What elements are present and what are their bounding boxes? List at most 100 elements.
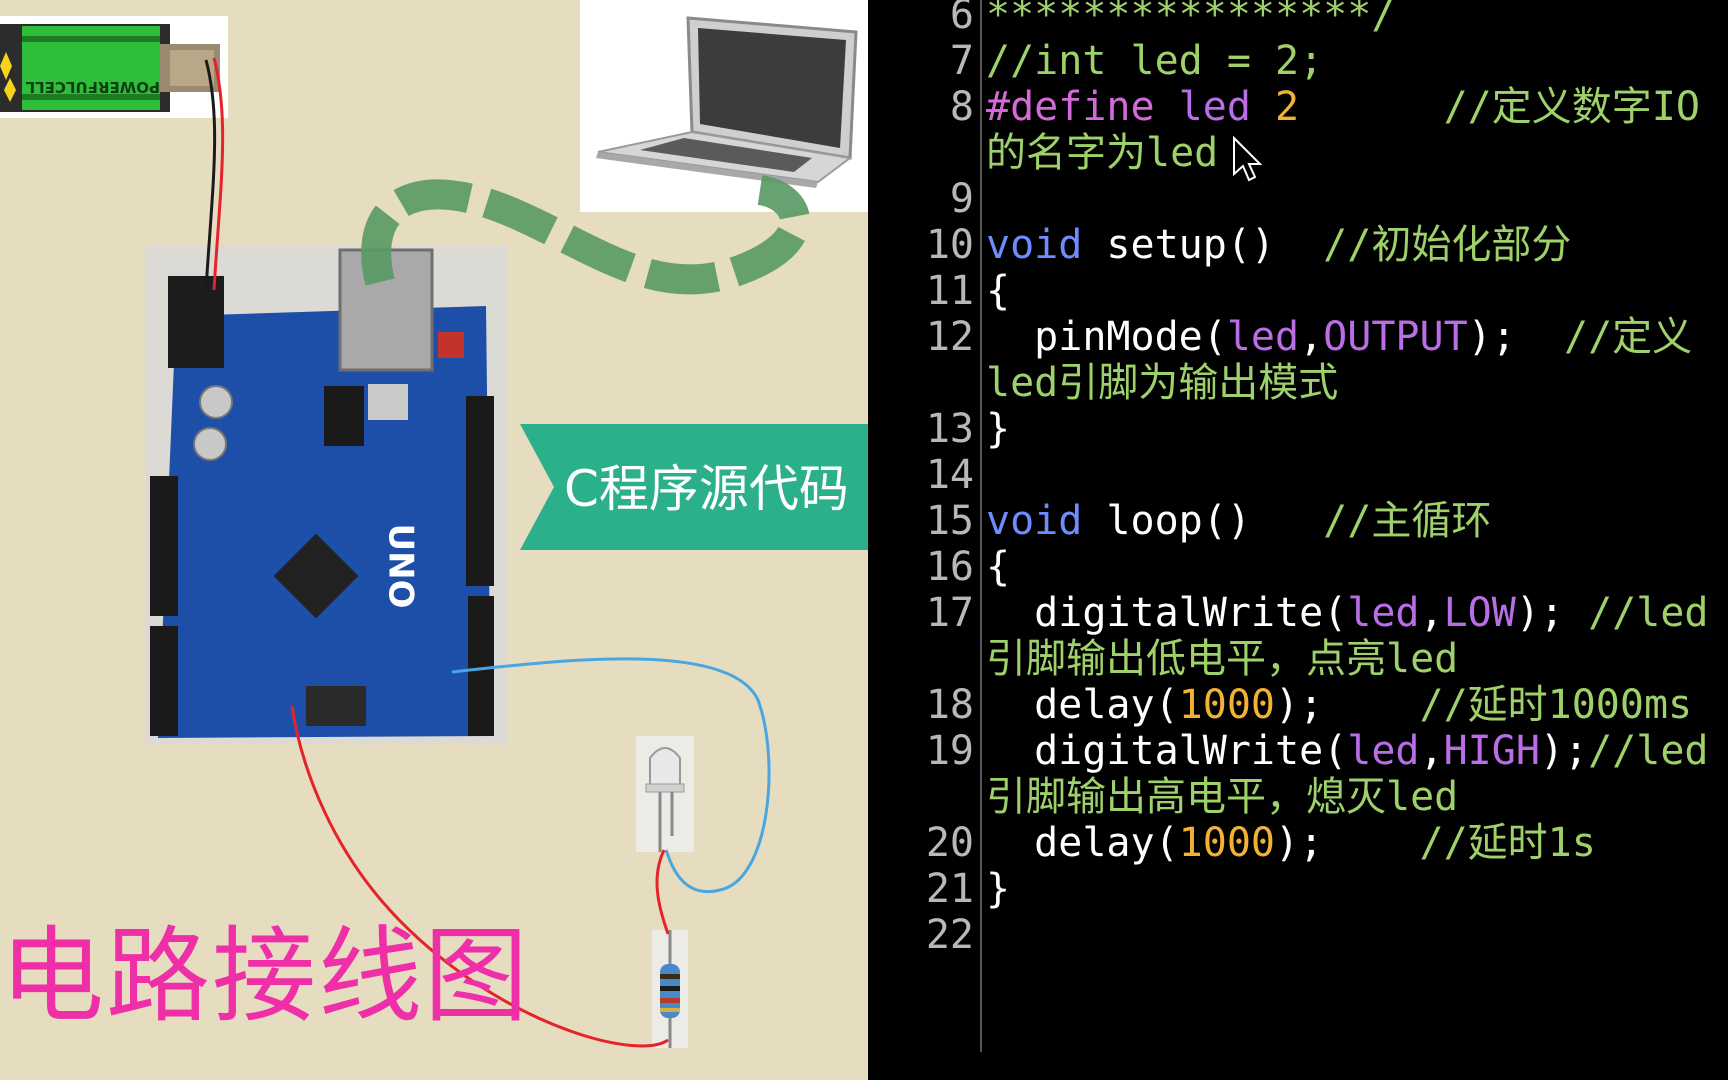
code-token: //定义 [1564,314,1693,360]
code-token: HIGH [1443,728,1540,774]
code-token: loop() [1082,498,1324,544]
line-number: 16 [925,544,974,590]
code-token: #define [986,84,1179,130]
code-text: 引脚输出高电平，熄灭led [986,774,1459,820]
board-label: UNO [380,523,421,609]
code-token: digitalWrite( [986,590,1348,636]
code-line[interactable]: { [986,542,1010,592]
gutter-divider [980,0,982,1052]
code-text: { [986,544,1011,590]
code-token: led [1347,590,1420,636]
code-text: } [986,406,1011,452]
line-number: 9 [949,176,974,222]
arduino-uno-icon [146,246,508,744]
code-token: void [986,222,1083,268]
code-line[interactable]: delay(1000); //延时1s [986,818,1596,868]
laptop-icon [596,16,858,188]
code-line[interactable]: delay(1000); //延时1000ms [986,680,1692,730]
line-number: 17 [925,590,974,636]
code-line[interactable]: led引脚为输出模式 [986,358,1338,408]
code-token: OUTPUT [1323,314,1468,360]
code-line[interactable]: //int led = 2; [986,36,1323,86]
code-token: ); [1467,314,1564,360]
line-number: 19 [925,728,974,774]
code-text: { [986,268,1011,314]
code-token: LOW [1443,590,1516,636]
banner-label: C程序源代码 [564,460,849,518]
code-text: } [986,866,1011,912]
code-token: ); [1539,728,1589,774]
code-line[interactable]: 引脚输出高电平，熄灭led [986,772,1458,822]
line-number: 18 [925,682,974,728]
code-line[interactable]: } [986,864,1010,914]
code-token: 1000 [1178,682,1275,728]
code-line[interactable]: digitalWrite(led,LOW); //led [986,588,1709,638]
code-token: //主循环 [1323,498,1492,544]
code-token: 2 [1274,84,1300,130]
red-wire-led-resistor [655,849,670,935]
line-number: 13 [925,406,974,452]
code-token: delay( [986,820,1179,866]
code-line[interactable]: { [986,266,1010,316]
line-number: 14 [925,452,974,498]
code-line[interactable]: void loop() //主循环 [986,496,1491,546]
battery-label: POWERFULCELL [25,78,160,96]
code-text: //int led = 2; [986,38,1324,84]
diagram-caption: 电路接线图 [0,915,531,1037]
circuit-diagram-panel: POWERFULCELL [0,0,908,1048]
code-token: //led [1588,590,1709,636]
code-line[interactable]: pinMode(led,OUTPUT); //定义 [986,312,1692,362]
code-token: delay( [986,682,1179,728]
code-token: ); [1274,682,1420,728]
code-text: led引脚为输出模式 [986,360,1339,406]
line-number: 6 [949,0,974,38]
led-icon [645,747,685,852]
code-token: , [1299,314,1324,360]
code-token: void [986,498,1083,544]
line-number: 12 [925,314,974,360]
line-number: 21 [925,866,974,912]
mouse-pointer-icon [1233,136,1262,182]
code-token: , [1419,590,1444,636]
code-line[interactable]: #define led 2 //定义数字IO [986,82,1700,132]
code-line[interactable]: ****************/ [986,0,1395,40]
code-token: , [1419,728,1444,774]
code-token: led [1347,728,1420,774]
code-token: digitalWrite( [986,728,1348,774]
code-line[interactable]: digitalWrite(led,HIGH);//led [986,726,1709,776]
code-editor[interactable]: ****************///int led = 2;#define l… [868,0,1728,1080]
code-token: //定义数字IO [1299,84,1700,130]
code-token: setup() [1082,222,1324,268]
code-text: 引脚输出低电平，点亮led [986,636,1459,682]
code-line[interactable]: 引脚输出低电平，点亮led [986,634,1458,684]
code-token: led [1178,84,1275,130]
code-text: ****************/ [986,0,1396,38]
resistor-photo [652,930,688,1048]
code-line[interactable]: void setup() //初始化部分 [986,220,1571,270]
code-line[interactable]: 的名字为led [986,128,1218,178]
line-number: 10 [925,222,974,268]
code-token: //led [1588,728,1709,774]
line-number: 8 [949,84,974,130]
line-number: 22 [925,912,974,958]
code-text: 的名字为led [986,130,1219,176]
source-code-banner [520,424,908,550]
code-token: 1000 [1178,820,1275,866]
line-number: 15 [925,498,974,544]
arduino-board-photo: UNO [146,246,508,744]
code-token: //延时1s [1419,820,1596,866]
laptop-photo [580,0,868,212]
code-token: led [1226,314,1300,360]
code-token: ); [1274,820,1420,866]
battery-photo: POWERFULCELL [0,16,228,118]
code-token: //延时1000ms [1419,682,1693,728]
line-number: 11 [925,268,974,314]
code-token: pinMode( [986,314,1227,360]
code-token: //初始化部分 [1323,222,1572,268]
line-number: 20 [925,820,974,866]
code-token: ); [1515,590,1589,636]
battery-icon [0,24,220,112]
line-number: 7 [949,38,974,84]
code-line[interactable]: } [986,404,1010,454]
